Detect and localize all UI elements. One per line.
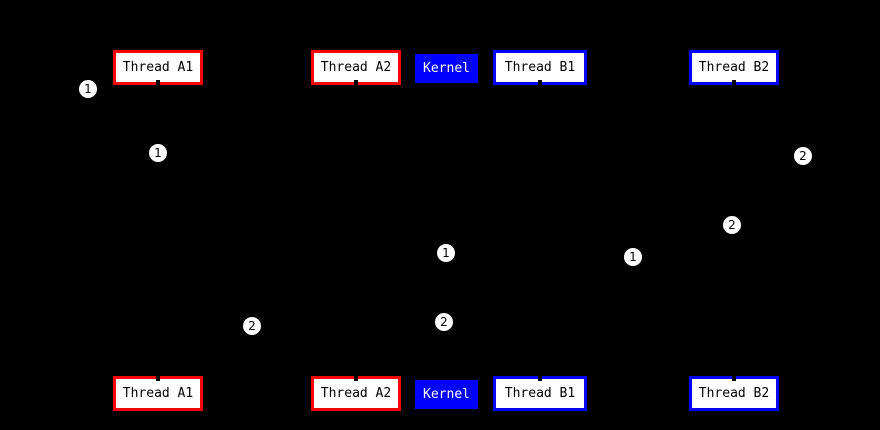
actor-label: Thread B2: [698, 386, 770, 401]
lifeline-notch: [156, 80, 160, 87]
actor-label: Thread B1: [504, 60, 576, 75]
step-marker: 2: [794, 147, 812, 165]
actor-box-kernel-top: Kernel: [415, 54, 478, 83]
actor-label: Thread B1: [504, 386, 576, 401]
actor-box-thread-a2-bottom: Thread A2: [311, 376, 401, 411]
step-marker: 1: [437, 244, 455, 262]
actor-label: Thread A2: [320, 60, 392, 75]
step-marker: 1: [149, 144, 167, 162]
actor-label: Thread A1: [122, 386, 194, 401]
actor-box-kernel-bottom: Kernel: [415, 380, 478, 409]
lifeline-notch: [354, 80, 358, 87]
lifeline-notch: [156, 374, 160, 381]
step-marker: 2: [435, 313, 453, 331]
lifeline-notch: [538, 80, 542, 87]
actor-box-thread-b1-top: Thread B1: [493, 50, 587, 85]
step-marker: 2: [723, 216, 741, 234]
actor-box-thread-b1-bottom: Thread B1: [493, 376, 587, 411]
actor-label: Kernel: [423, 61, 470, 76]
step-marker: 2: [243, 317, 261, 335]
actor-box-thread-a1-top: Thread A1: [113, 50, 203, 85]
step-marker: 1: [624, 248, 642, 266]
lifeline-notch: [732, 80, 736, 87]
actor-label: Thread B2: [698, 60, 770, 75]
lifeline-notch: [354, 374, 358, 381]
actor-label: Thread A1: [122, 60, 194, 75]
actor-label: Thread A2: [320, 386, 392, 401]
actor-label: Kernel: [423, 387, 470, 402]
actor-box-thread-a1-bottom: Thread A1: [113, 376, 203, 411]
lifeline-notch: [538, 374, 542, 381]
actor-box-thread-b2-bottom: Thread B2: [689, 376, 779, 411]
step-marker: 1: [79, 80, 97, 98]
lifeline-notch: [732, 374, 736, 381]
